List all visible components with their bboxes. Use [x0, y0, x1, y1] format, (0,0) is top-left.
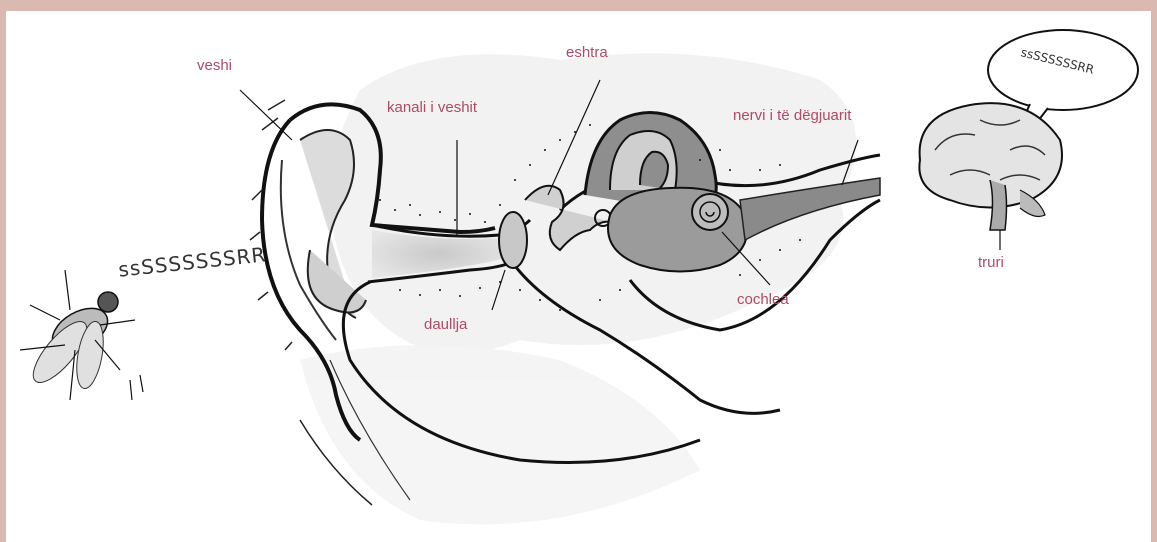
label-daullja: daullja — [424, 316, 467, 333]
label-truri: truri — [978, 254, 1004, 271]
fly-icon — [20, 270, 143, 400]
eardrum — [499, 212, 527, 268]
label-nervi: nervi i të dëgjuarit — [733, 107, 851, 124]
cochlea-shape — [608, 188, 747, 272]
brain-icon — [919, 103, 1062, 230]
label-eshtra: eshtra — [566, 44, 608, 61]
label-veshi: veshi — [197, 57, 232, 74]
leader-veshi — [240, 90, 292, 140]
label-cochlea: cochlea — [737, 291, 789, 308]
label-kanali: kanali i veshit — [387, 99, 477, 116]
watercolor-wash — [300, 53, 856, 524]
